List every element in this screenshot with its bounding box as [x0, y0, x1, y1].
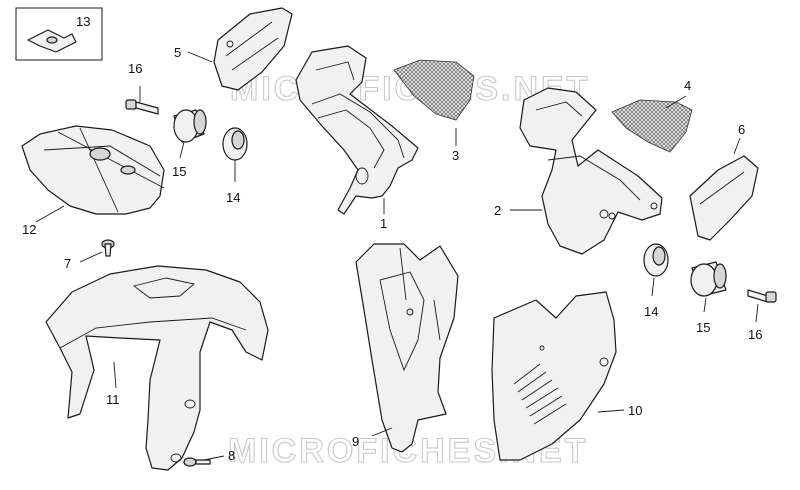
leader-lines — [35, 51, 759, 461]
callout-14-right: 14 — [644, 304, 658, 319]
callout-11: 11 — [106, 392, 120, 407]
leader-9 — [371, 427, 393, 437]
part-4-mesh-grille — [611, 99, 693, 153]
callout-16-right: 16 — [748, 327, 762, 342]
leader-5 — [187, 51, 213, 63]
leader-16-right — [755, 303, 759, 323]
part-6-right-panel — [689, 155, 759, 241]
part-1-frame-bracket — [295, 45, 419, 215]
callout-15-left: 15 — [172, 164, 186, 179]
callout-4: 4 — [684, 78, 691, 93]
part-16-bolt-left — [125, 99, 159, 115]
callout-12: 12 — [22, 222, 36, 237]
leader-7 — [79, 251, 103, 263]
part-14-grommet-right — [643, 243, 669, 277]
part-2-right-bracket — [519, 87, 663, 255]
leader-15-right — [703, 297, 707, 313]
part-7-screw — [101, 239, 115, 257]
leader-6 — [733, 137, 741, 155]
callout-7: 7 — [64, 256, 71, 271]
callout-5: 5 — [174, 45, 181, 60]
part-3-mesh-grille — [393, 59, 475, 121]
part-9-inner-duct — [355, 243, 459, 453]
callout-labels: 13 5 16 15 14 12 7 11 8 1 3 2 4 6 14 15 … — [22, 14, 762, 463]
part-10-belly-pan — [491, 291, 617, 461]
leader-10 — [597, 409, 625, 413]
part-5-side-panel — [213, 7, 293, 91]
leader-4 — [665, 95, 687, 109]
part-15-spacer-left — [173, 109, 207, 143]
callout-15-right: 15 — [696, 320, 710, 335]
callout-16-left: 16 — [128, 61, 142, 76]
callout-13: 13 — [76, 14, 90, 29]
callout-1: 1 — [380, 216, 387, 231]
leader-14-right — [651, 277, 655, 297]
part-14-grommet-left — [222, 127, 248, 161]
callout-2: 2 — [494, 203, 501, 218]
callout-6: 6 — [738, 122, 745, 137]
leader-8 — [203, 455, 225, 461]
part-11-front-fender — [45, 265, 269, 471]
callout-10: 10 — [628, 403, 642, 418]
leader-15-left — [179, 141, 185, 159]
callout-8: 8 — [228, 448, 235, 463]
part-16-bolt-right — [747, 289, 777, 303]
callout-9: 9 — [352, 434, 359, 449]
part-15-spacer-right — [690, 261, 727, 297]
callout-14-left: 14 — [226, 190, 240, 205]
part-12-disc-guard — [21, 125, 165, 215]
part-13-clip-nut — [15, 7, 103, 61]
leader-12 — [35, 205, 65, 223]
leader-11 — [113, 361, 117, 389]
callout-3: 3 — [452, 148, 459, 163]
